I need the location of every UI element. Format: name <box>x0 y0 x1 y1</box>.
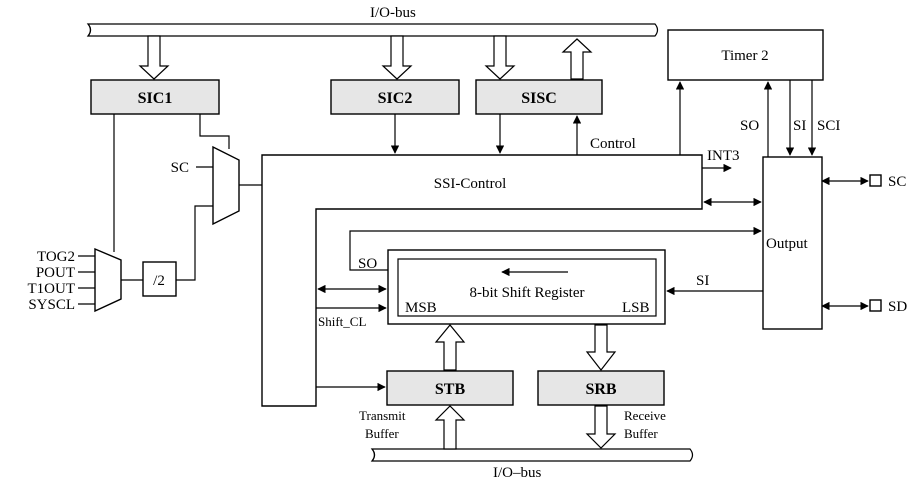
si-timer-label: SI <box>793 118 806 134</box>
shift-register-inner <box>397 258 657 317</box>
input-tog2-label: TOG2 <box>37 249 75 265</box>
transmit-label-2: Buffer <box>365 426 399 441</box>
clock-mux <box>212 145 240 226</box>
si-register-label: SI <box>696 273 709 289</box>
stb-label: STB <box>435 381 466 398</box>
sic1-to-mux2-line <box>199 114 230 149</box>
output-label: Output <box>766 236 809 252</box>
shift-cl-label: Shift_CL <box>318 314 366 329</box>
timer2-block <box>667 29 824 81</box>
sic2-label: SIC2 <box>378 90 413 107</box>
output-block <box>762 156 823 330</box>
sic1-block <box>90 79 220 115</box>
bus-arrow-sic2 <box>381 35 413 80</box>
ssi-control-block <box>261 154 703 407</box>
shift-register-label: 8-bit Shift Register <box>470 285 585 301</box>
input-syscl-label: SYSCL <box>28 297 75 313</box>
bus-arrow-sic1 <box>138 35 170 80</box>
receive-label-1: Receive <box>624 408 666 423</box>
sic2-block <box>330 79 460 115</box>
divider-to-mux2-line <box>176 205 213 281</box>
srb-block <box>537 370 665 406</box>
io-bus-bottom <box>370 448 694 462</box>
sd-pin-label: SD <box>888 299 907 315</box>
sc-pin-square <box>869 174 882 187</box>
bus-arrow-sisc-up <box>561 38 593 80</box>
sisc-block <box>475 79 603 115</box>
srb-label: SRB <box>585 381 616 398</box>
sd-pin-square <box>869 299 882 312</box>
sci-timer-label: SCI <box>817 118 840 134</box>
io-bus-top-label: I/O-bus <box>370 5 416 21</box>
so-timer-label: SO <box>740 118 759 134</box>
timer2-label: Timer 2 <box>721 48 768 64</box>
so-register-to-output-line <box>349 226 762 271</box>
stb-to-register-arrow <box>434 324 466 371</box>
sc-pin-label: SC <box>888 174 906 190</box>
divider-label: /2 <box>153 273 165 289</box>
sisc-label: SISC <box>521 90 557 107</box>
so-register-label: SO <box>358 256 377 272</box>
input-pout-label: POUT <box>36 265 75 281</box>
bus-arrow-stb <box>434 405 466 450</box>
io-bus-top <box>86 23 659 37</box>
int3-label: INT3 <box>707 148 740 164</box>
control-label: Control <box>590 136 636 152</box>
transmit-label-1: Transmit <box>359 408 406 423</box>
io-bus-bottom-label: I/O–bus <box>493 465 541 481</box>
input-t1out-label: T1OUT <box>28 281 76 297</box>
divider-block <box>142 261 177 297</box>
stb-block <box>386 370 514 406</box>
bus-arrow-sisc-down <box>484 35 516 80</box>
sc-mux-label: SC <box>171 160 189 176</box>
msb-label: MSB <box>405 300 437 316</box>
register-to-srb-arrow <box>585 324 617 371</box>
input-mux <box>94 247 122 313</box>
sic1-label: SIC1 <box>138 90 173 107</box>
bus-arrow-srb <box>585 405 617 449</box>
ssi-control-label: SSI-Control <box>434 176 507 192</box>
lsb-label: LSB <box>622 300 650 316</box>
receive-label-2: Buffer <box>624 426 658 441</box>
shift-register-outer <box>387 249 666 325</box>
